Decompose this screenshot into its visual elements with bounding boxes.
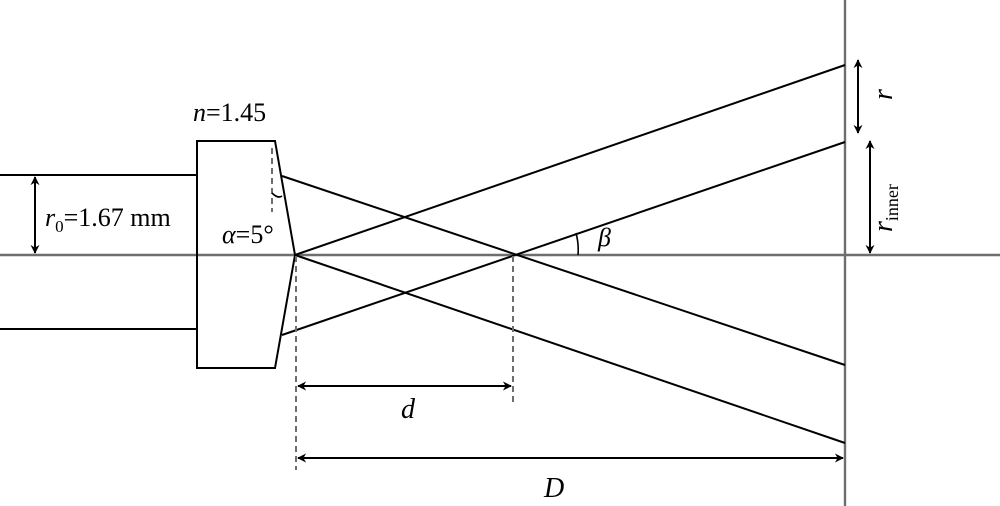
alpha-arc — [271, 192, 283, 198]
r-label: r — [868, 89, 899, 100]
ray-lower-exit — [281, 141, 846, 336]
beta-label: β — [597, 223, 611, 252]
beta-arc — [575, 232, 580, 256]
alpha-label: α=5° — [222, 220, 274, 249]
rinner-label: rinner — [868, 184, 902, 232]
D-label: D — [543, 473, 564, 504]
axicon-lens — [196, 140, 297, 369]
ray-apex-down — [294, 254, 846, 444]
r0-label: r0=1.67 mm — [45, 203, 171, 236]
ray-upper-exit — [281, 175, 846, 366]
refractive-index-label: n=1.45 — [193, 98, 266, 127]
d-label: d — [401, 394, 416, 425]
ray-apex-up — [294, 64, 846, 256]
